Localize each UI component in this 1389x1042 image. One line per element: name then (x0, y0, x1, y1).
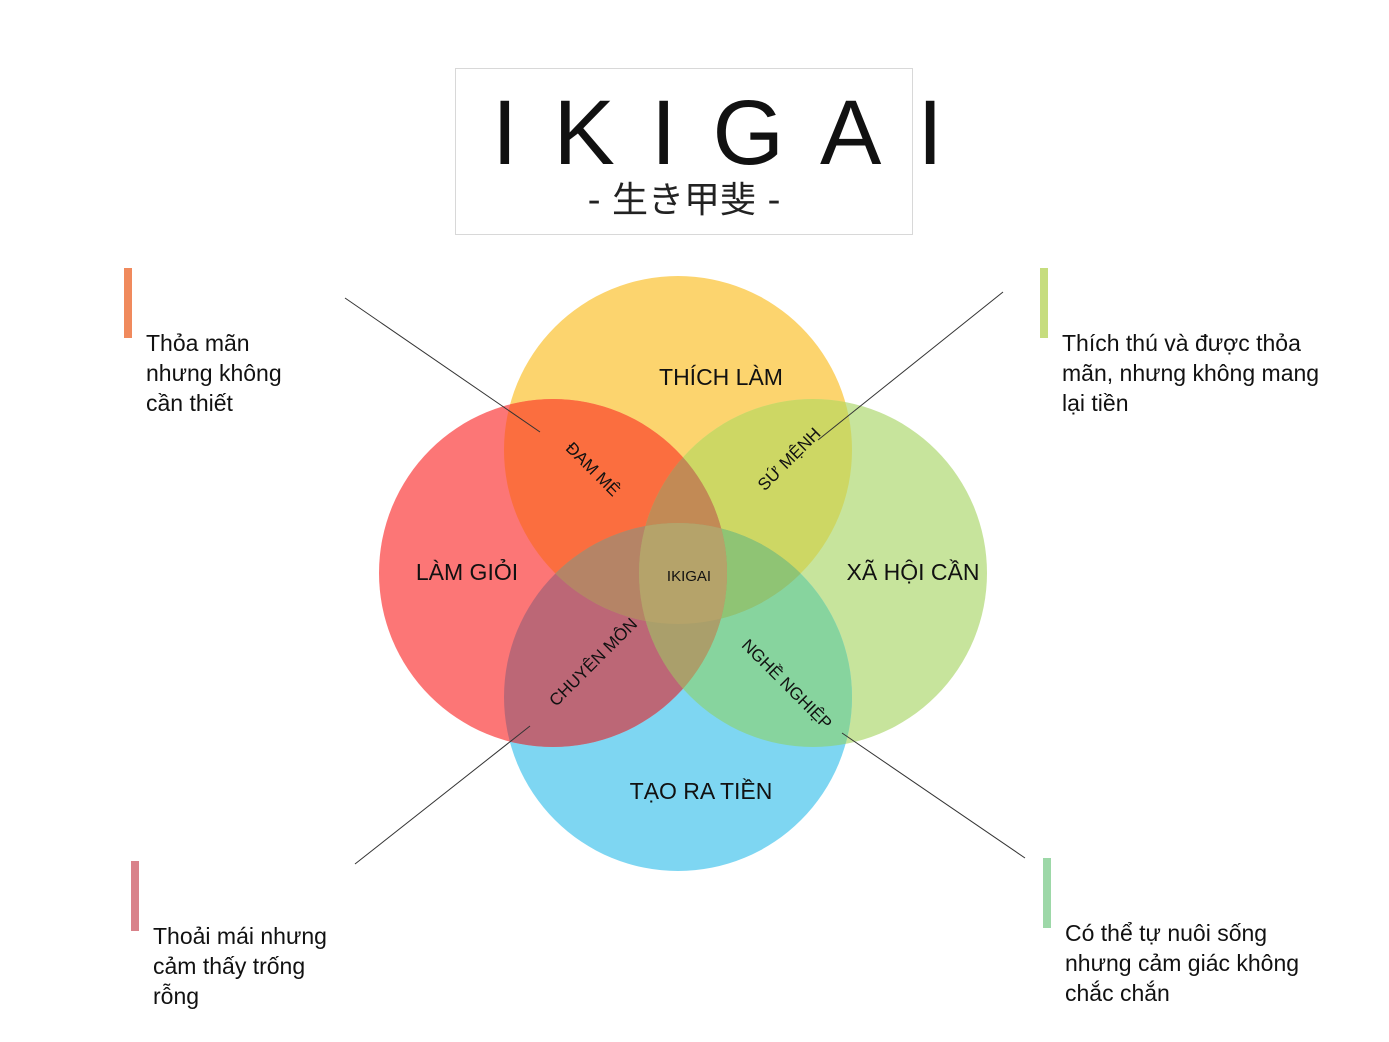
connector-top-right (817, 291, 1004, 441)
note-bottom-right: Có thể tự nuôi sống nhưng cảm giác không… (1043, 858, 1299, 1038)
label-love: THÍCH LÀM (659, 364, 783, 390)
label-good-at: LÀM GIỎI (416, 557, 518, 585)
label-ikigai-center: IKIGAI (667, 568, 711, 585)
note-bottom-right-text: Có thể tự nuôi sống nhưng cảm giác không… (1065, 920, 1300, 1006)
page-title: IKIGAI (492, 82, 979, 184)
note-bottom-right-color-bar (1043, 858, 1051, 928)
title-box: IKIGAI - 生き甲斐 - (455, 68, 979, 235)
note-bottom-left-color-bar (131, 861, 139, 931)
note-top-left-color-bar (124, 268, 132, 338)
note-top-right-text: Thích thú và được thỏa mãn, nhưng không … (1062, 330, 1320, 416)
connector-bottom-left (354, 725, 531, 865)
note-top-left: Thỏa mãn nhưng không cần thiết (124, 268, 282, 448)
label-world-needs: XÃ HỘI CẦN (847, 558, 980, 585)
page-subtitle: - 生き甲斐 - (587, 180, 781, 221)
note-bottom-left-text: Thoải mái nhưng cảm thấy trống rỗng (153, 923, 327, 1009)
note-bottom-left: Thoải mái nhưng cảm thấy trống rỗng (131, 861, 327, 1041)
connector-bottom-right (841, 732, 1026, 859)
note-top-left-text: Thỏa mãn nhưng không cần thiết (146, 330, 282, 416)
note-top-right: Thích thú và được thỏa mãn, nhưng không … (1040, 268, 1319, 448)
label-paid-for: TẠO RA TIỀN (630, 777, 773, 804)
note-top-right-color-bar (1040, 268, 1048, 338)
connector-top-left (344, 297, 541, 433)
